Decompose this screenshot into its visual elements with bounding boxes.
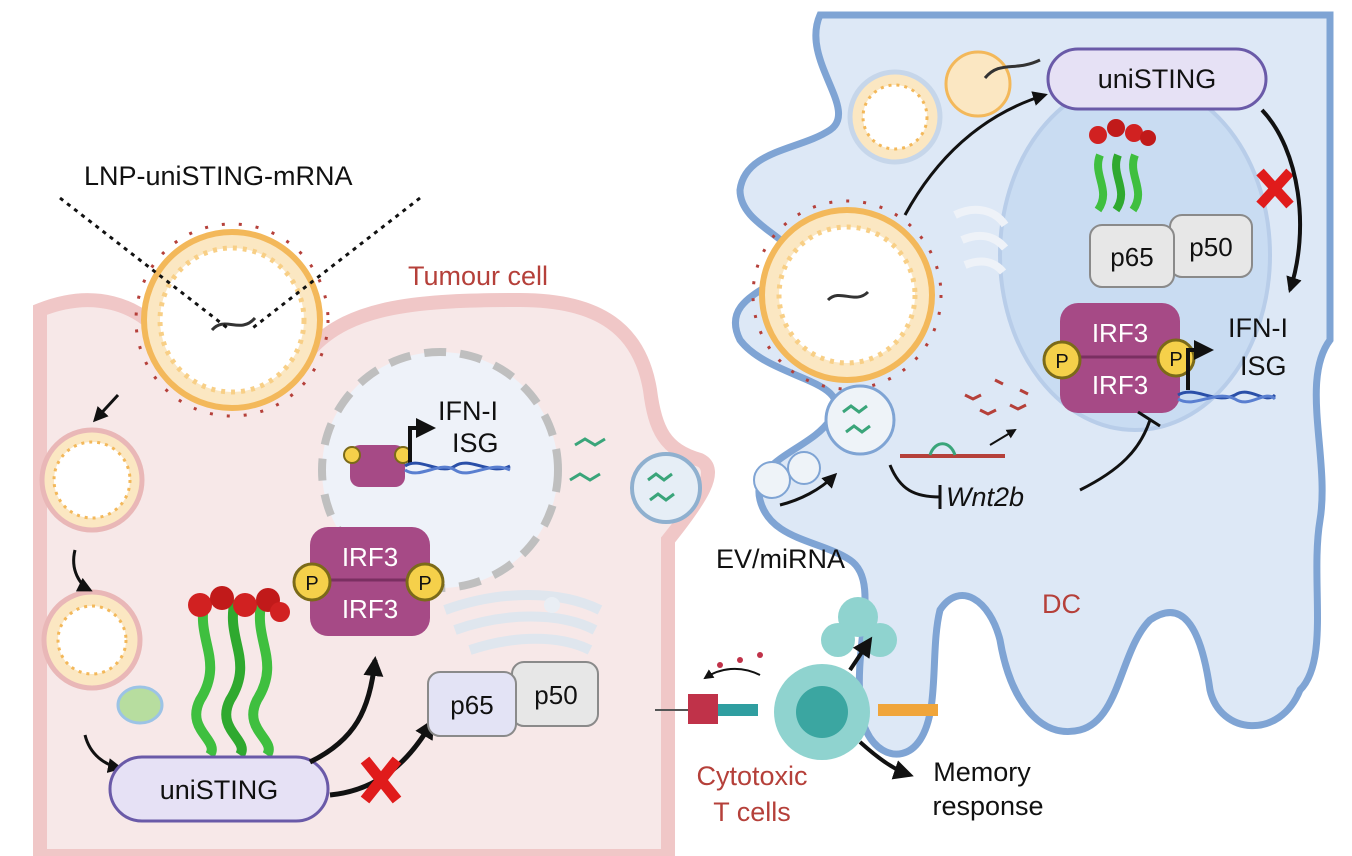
irf3-dimer-dc: IRF3 IRF3 P P xyxy=(1042,303,1277,413)
p50-label-dc: p50 xyxy=(1189,232,1232,262)
lnp-particle xyxy=(134,222,330,418)
irf3-label-bottom-tumour: IRF3 xyxy=(342,594,398,624)
unisting-box-tumour: uniSTING xyxy=(108,755,330,823)
arrow-unisting-dc-down xyxy=(1260,108,1303,294)
dc-sting-structure xyxy=(1089,119,1156,213)
phospho-right-tumour: P xyxy=(418,573,431,595)
arrow-unisting-to-irf3 xyxy=(308,656,384,765)
dc-label: DC xyxy=(1042,589,1081,619)
irf3-label-bottom-dc: IRF3 xyxy=(1092,370,1148,400)
p65-label-tumour: p65 xyxy=(450,690,493,720)
dc-ev xyxy=(824,384,896,456)
dc-lnp xyxy=(751,199,943,391)
left-arrows xyxy=(72,393,123,773)
small-evs xyxy=(753,451,838,507)
p50-label-tumour: p50 xyxy=(534,680,577,710)
irf3-label-top-dc: IRF3 xyxy=(1092,318,1148,348)
ev-mirna-label: EV/miRNA xyxy=(716,544,845,574)
p65-label-dc: p65 xyxy=(1110,242,1153,272)
lnp-label: LNP-uniSTING-mRNA xyxy=(84,161,353,191)
cytotoxic-label-2: T cells xyxy=(713,797,791,827)
wnt2b-label: Wnt2b xyxy=(946,482,1024,512)
memory-label-2: response xyxy=(932,791,1043,821)
dc-vesicles xyxy=(847,50,1041,165)
phospho-left-dc: P xyxy=(1055,351,1068,373)
wnt2b-inhibition-arrow xyxy=(1079,410,1161,492)
isg-label-dc: ISG xyxy=(1240,351,1287,381)
arrow-lnp-to-unisting-dc xyxy=(903,91,1048,216)
p65-p50-dc: p65 p50 xyxy=(1089,214,1253,288)
tumour-cell-label: Tumour cell xyxy=(408,261,548,291)
unisting-protein-structure xyxy=(188,586,290,758)
memory-label-1: Memory xyxy=(933,757,1031,787)
inhibition-cross-tumour xyxy=(360,756,402,804)
golgi-tumour xyxy=(443,590,603,655)
endosome-1 xyxy=(39,427,145,533)
irf3-dimer-tumour: IRF3 IRF3 P P xyxy=(292,527,445,636)
inhibition-cross-dc xyxy=(1256,168,1294,209)
isg-label-tumour: ISG xyxy=(452,428,499,458)
endosome-2 xyxy=(41,589,164,725)
ifn-label-dc: IFN-I xyxy=(1228,313,1288,343)
unisting-label-dc: uniSTING xyxy=(1098,64,1217,94)
unisting-box-dc: uniSTING xyxy=(1046,47,1268,111)
phospho-right-dc: P xyxy=(1169,349,1182,371)
ifn-label-tumour: IFN-I xyxy=(438,396,498,426)
cytotoxic-label-1: Cytotoxic xyxy=(696,761,807,791)
dc-golgi xyxy=(953,205,1009,275)
irf3-label-top-tumour: IRF3 xyxy=(342,542,398,572)
wnt2b-mrna xyxy=(888,378,1029,509)
phospho-left-tumour: P xyxy=(305,573,318,595)
t-cell xyxy=(655,597,938,780)
unisting-label-tumour: uniSTING xyxy=(160,775,279,805)
p65-p50-tumour: p65 p50 xyxy=(427,661,599,737)
extracellular-vesicle xyxy=(630,452,702,524)
mirna-fragments xyxy=(569,437,606,482)
